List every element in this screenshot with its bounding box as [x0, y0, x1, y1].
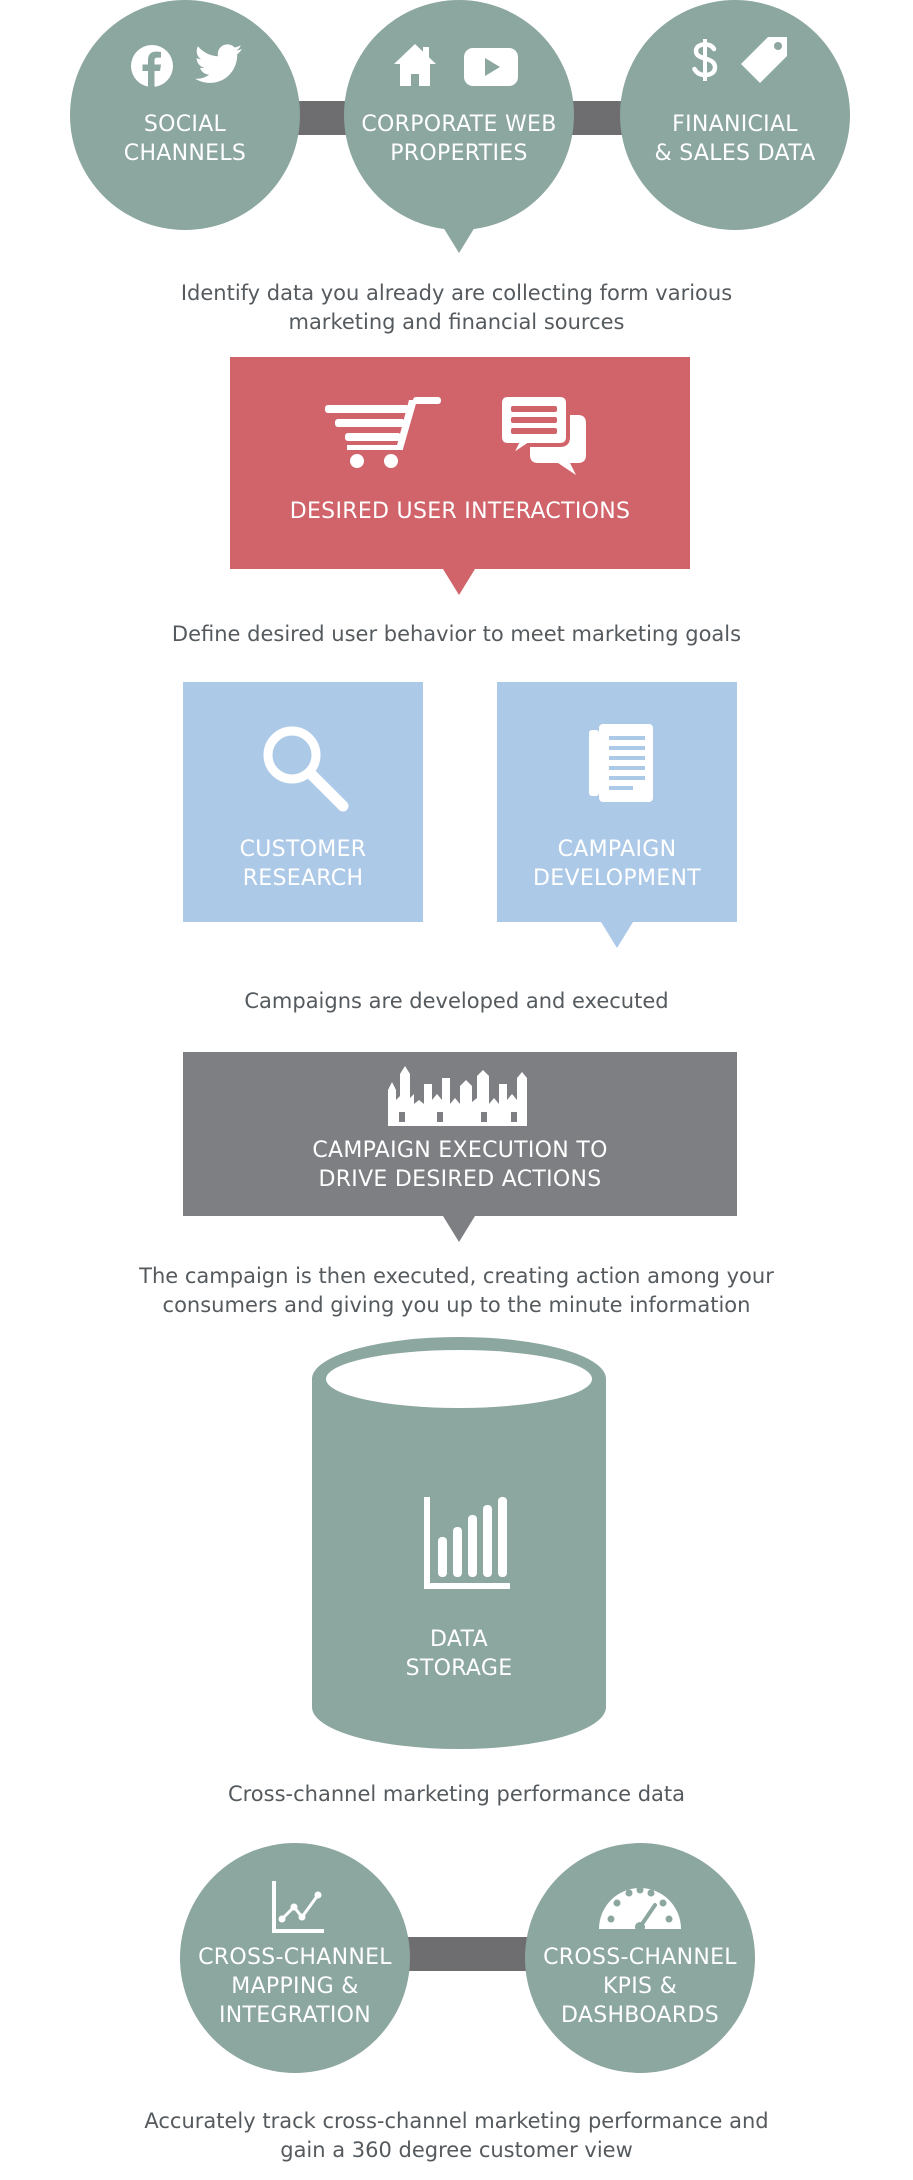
development-label-line2: DEVELOPMENT — [533, 866, 701, 891]
storage-caption: Cross-channel marketing performance data — [227, 1782, 686, 1806]
gauge-icon — [597, 1881, 683, 1931]
campaign-execution-box: CAMPAIGN EXECUTION TO DRIVE DESIRED ACTI… — [183, 1052, 737, 1216]
data-storage-cylinder: DATA STORAGE — [312, 1337, 606, 1757]
mapping-label-line2: MAPPING & — [231, 1974, 359, 1999]
final-caption: Accurately track cross-channel marketing… — [0, 2107, 913, 2165]
video-play-icon — [464, 48, 518, 86]
campaign-development-box: CAMPAIGN DEVELOPMENT — [497, 682, 737, 922]
sources-caption-line1: Identify data you already are collecting… — [180, 281, 733, 305]
kpis-label-line3: DASHBOARDS — [561, 2003, 719, 2028]
chat-bubbles-icon — [500, 393, 590, 477]
research-label-line1: CUSTOMER — [239, 837, 367, 862]
execution-label-line2: DRIVE DESIRED ACTIONS — [318, 1167, 602, 1192]
storage-label-line1: DATA — [430, 1627, 488, 1652]
pointer-development — [601, 922, 633, 948]
pointer-interactions — [443, 569, 475, 595]
mapping-label-line3: INTEGRATION — [218, 2003, 372, 2028]
bar-chart-icon — [424, 1497, 510, 1589]
execution-caption-line1: The campaign is then executed, creating … — [139, 1264, 774, 1288]
twitter-icon — [195, 44, 243, 84]
social-channels-node: SOCIAL CHANNELS — [70, 0, 300, 230]
development-label-line1: CAMPAIGN — [557, 837, 677, 862]
kpis-label-line2: KPIS & — [602, 1974, 678, 1999]
web-label-line1: CORPORATE WEB — [361, 112, 557, 137]
storage-label-line2: STORAGE — [405, 1656, 513, 1681]
financial-label-line2: & SALES DATA — [654, 141, 816, 166]
desired-interactions-box: DESIRED USER INTERACTIONS — [230, 357, 690, 569]
price-tag-icon — [738, 34, 790, 86]
research-label-line2: RESEARCH — [242, 866, 364, 891]
cross-channel-mapping-node: CROSS-CHANNEL MAPPING & INTEGRATION — [180, 1843, 410, 2073]
financial-sales-node: FINANICIAL & SALES DATA — [620, 0, 850, 230]
execution-label-line1: CAMPAIGN EXECUTION TO — [312, 1138, 608, 1163]
magnifier-icon — [259, 722, 351, 814]
interactions-caption: Define desired user behavior to meet mar… — [171, 622, 742, 646]
execution-caption-line2: consumers and giving you up to the minut… — [162, 1293, 751, 1317]
social-label-line2: CHANNELS — [123, 141, 247, 166]
develop-caption: Campaigns are developed and executed — [244, 989, 669, 1013]
notebook-icon — [587, 722, 657, 804]
desired-interactions-label: DESIRED USER INTERACTIONS — [289, 499, 631, 524]
kpis-label-line1: CROSS-CHANNEL — [543, 1945, 737, 1970]
home-icon — [392, 42, 438, 88]
customer-research-box: CUSTOMER RESEARCH — [183, 682, 423, 922]
financial-label-line1: FINANICIAL — [672, 112, 798, 137]
corporate-web-node: CORPORATE WEB PROPERTIES — [344, 0, 574, 230]
pointer-web — [443, 227, 475, 253]
execution-caption: The campaign is then executed, creating … — [0, 1262, 913, 1320]
line-chart-icon — [272, 1881, 324, 1933]
sources-caption-line2: marketing and financial sources — [288, 310, 625, 334]
pointer-execution — [443, 1216, 475, 1242]
web-label-line2: PROPERTIES — [390, 141, 528, 166]
city-skyline-icon — [385, 1064, 535, 1126]
mapping-label-line1: CROSS-CHANNEL — [198, 1945, 392, 1970]
facebook-icon — [130, 44, 174, 88]
social-label-line1: SOCIAL — [143, 112, 227, 137]
dollar-icon — [690, 36, 720, 90]
shopping-cart-icon — [325, 397, 443, 471]
cross-channel-kpis-node: CROSS-CHANNEL KPIS & DASHBOARDS — [525, 1843, 755, 2073]
sources-caption: Identify data you already are collecting… — [0, 279, 913, 337]
final-caption-line1: Accurately track cross-channel marketing… — [144, 2109, 769, 2133]
final-caption-line2: gain a 360 degree customer view — [280, 2138, 633, 2162]
